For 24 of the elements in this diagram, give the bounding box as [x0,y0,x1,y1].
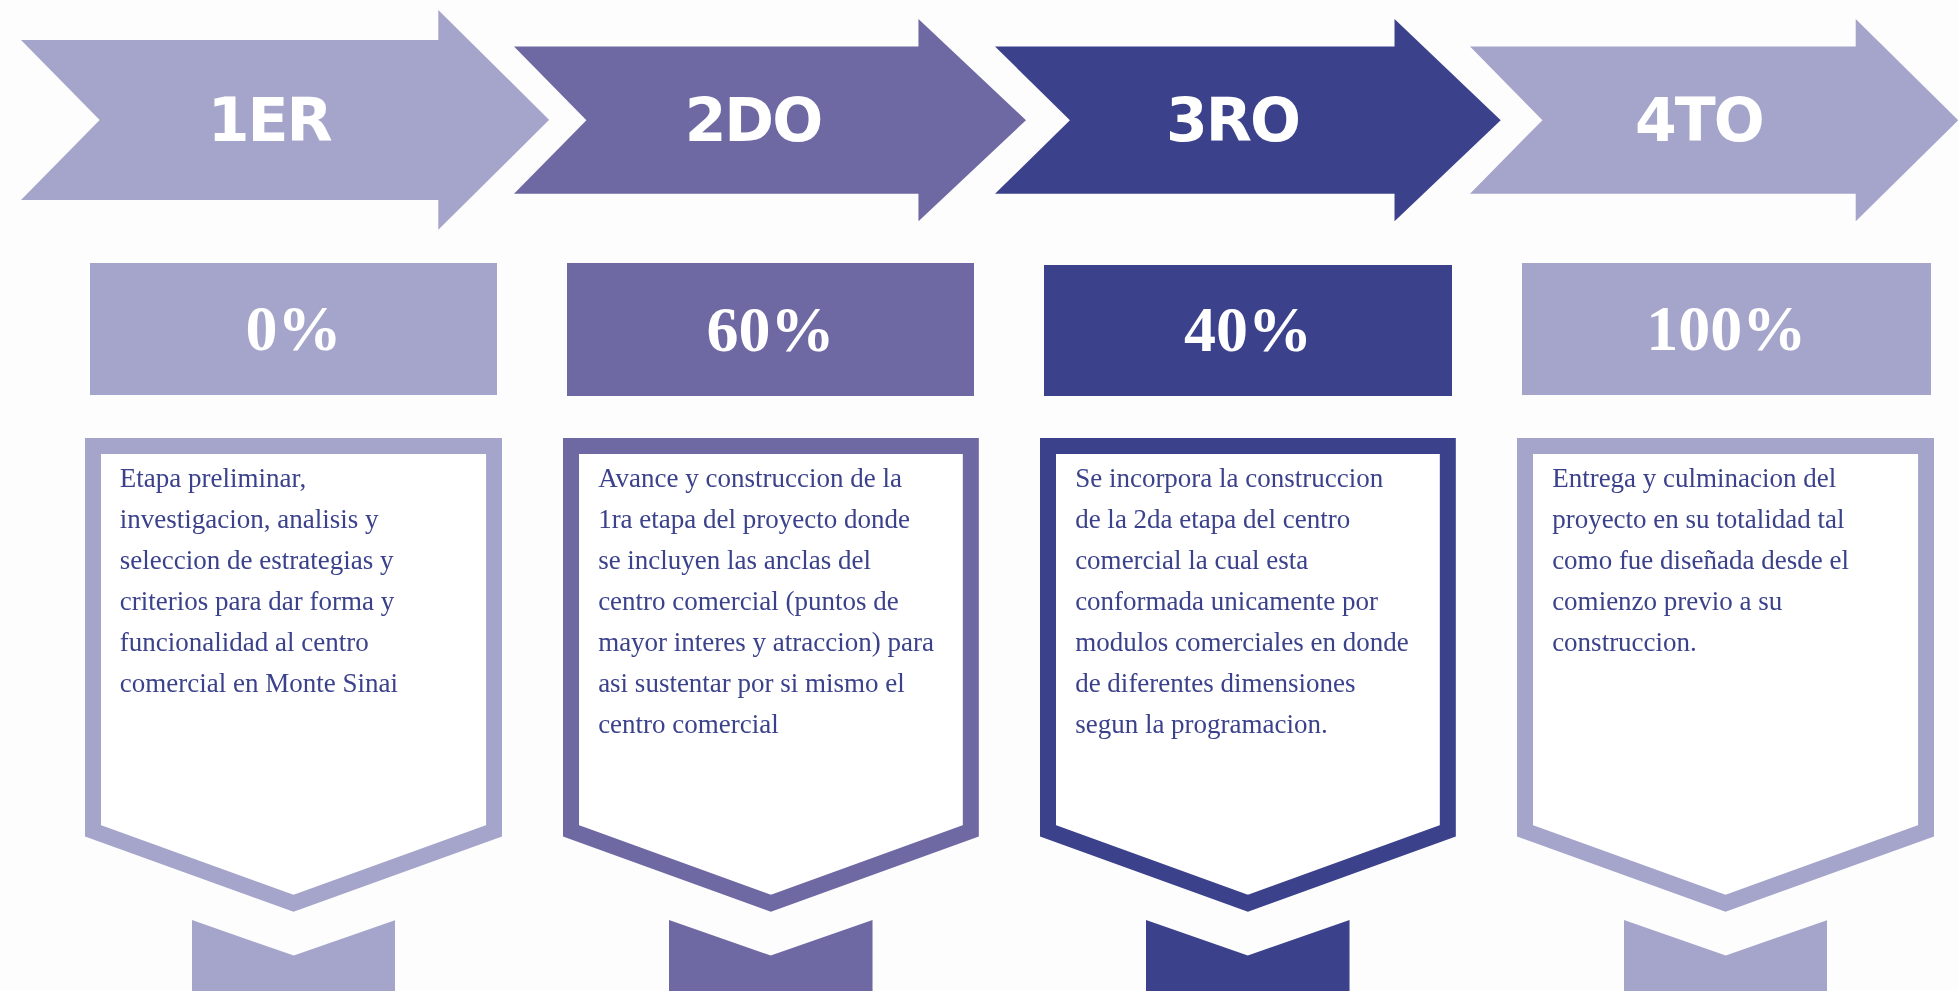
step-label: 2DO [684,89,822,150]
description-text: Entrega y culminacion del proyecto en su totalidad tal como fue diseñada desde el comienzo previo a su construccion. [1552,462,1851,660]
description-text: Etapa preliminar, investigacion, analisis y seleccion de estrategias y criterios para dar forma y funcionalidad al centro comercial en Monte Sinai [119,462,400,701]
percent-box [89,263,497,395]
step-banner [1469,18,1958,221]
description-panel [1040,438,1456,912]
step-label: 4TO [1634,89,1763,150]
percent-box [566,263,974,396]
step-label: 3RO [1165,89,1299,150]
step-banner [514,18,1027,221]
percent-value: 60% [706,297,835,362]
percent-value: 40% [1184,298,1313,363]
percent-box [1043,264,1453,396]
step-label: 1ER [207,89,331,150]
step-banner [995,18,1501,221]
description-text: Se incorpora la construccion de la 2da etapa del centro comercial la cual esta conformada unicamente por modulos comerciales en donde de diferentes dimensiones segun la programacion. [1075,462,1410,742]
description-panel [84,438,502,912]
description-panel [563,438,979,912]
percent-value: 100% [1646,297,1807,361]
percent-box [1522,263,1931,395]
percent-value: 0% [245,297,342,361]
step-banner [21,10,550,230]
description-text: Avance y construccion de la 1ra etapa del proyecto donde se incluyen las anclas del centro comercial (puntos de mayor interes y atraccion) para asi sustentar por si mismo el centro comercial [598,462,935,742]
description-panel [1517,438,1935,912]
